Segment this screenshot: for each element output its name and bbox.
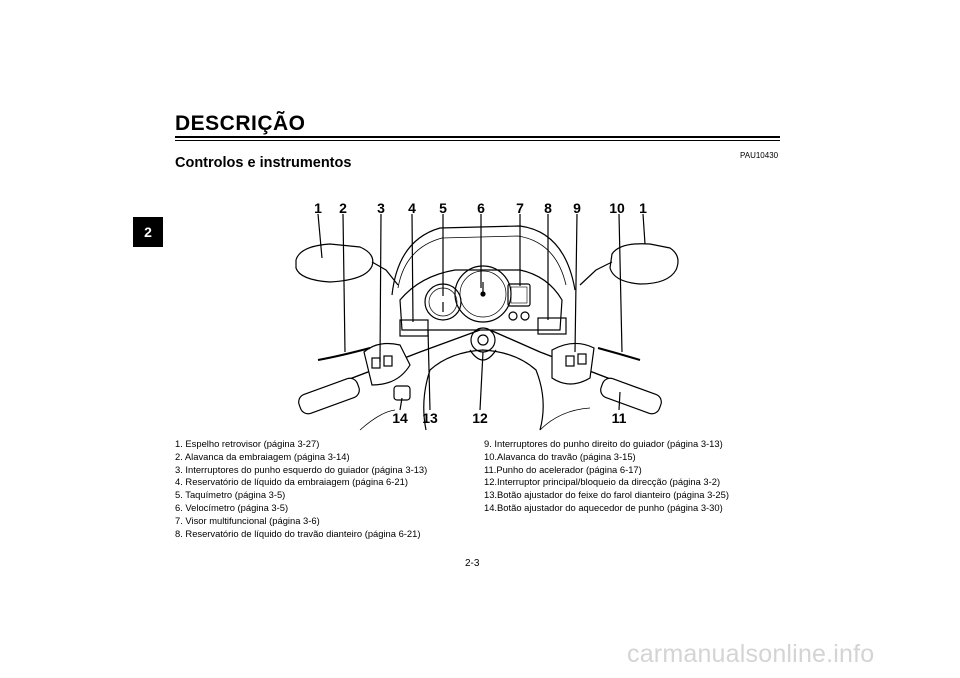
grip-heater-knob	[393, 385, 411, 401]
legend-item: 13.Botão ajustador do feixe do farol dia…	[484, 489, 729, 501]
watermark: carmanualsonline.info	[627, 640, 875, 668]
title-rule-thin	[175, 140, 780, 141]
right-mirror	[609, 243, 679, 285]
brake-reservoir	[537, 317, 567, 335]
legend-item: 1. Espelho retrovisor (página 3-27)	[175, 438, 320, 449]
legend-item: 14.Botão ajustador do aquecedor de punho…	[484, 501, 723, 513]
left-mirror	[295, 243, 374, 283]
legend-item: 10.Alavanca do travão (página 3-15)	[484, 450, 636, 462]
windscreen	[391, 225, 576, 296]
callout-1-right: 1	[639, 200, 647, 216]
clutch-lever	[317, 347, 371, 361]
callout-3: 3	[377, 200, 385, 216]
legend-item: 7. Visor multifuncional (página 3-6)	[175, 514, 320, 526]
callout-2: 2	[339, 200, 347, 216]
callout-9: 9	[573, 200, 581, 216]
legend-item: 2. Alavanca da embraiagem (página 3-14)	[175, 450, 350, 462]
left-switch-housing	[363, 342, 411, 386]
legend-left: 1. Espelho retrovisor (página 3-27) 2. A…	[175, 438, 427, 540]
callout-11: 11	[611, 410, 627, 426]
right-switch-housing	[551, 342, 595, 385]
section-subtitle: Controlos e instrumentos	[175, 155, 352, 171]
callout-13: 13	[422, 410, 438, 426]
callout-12: 12	[472, 410, 488, 426]
legend-item: 6. Velocímetro (página 3-5)	[175, 501, 289, 513]
multifunction-display	[507, 283, 531, 307]
chapter-tab: 2	[133, 217, 163, 247]
legend-item: 12.Interruptor principal/bloqueio da dir…	[484, 476, 721, 488]
legend-item: 11.Punho do acelerador (página 6-17)	[484, 463, 642, 475]
legend-item: 4. Reservatório de líquido da embraiagem…	[175, 476, 408, 488]
callout-8: 8	[544, 200, 552, 216]
callout-5: 5	[439, 200, 447, 216]
legend-right: 9. Interruptores do punho direito do gui…	[484, 438, 729, 515]
callout-4: 4	[408, 200, 416, 216]
fuel-tank	[429, 349, 544, 431]
clutch-reservoir	[399, 319, 429, 337]
callout-6: 6	[477, 200, 485, 216]
legend-item: 5. Taquímetro (página 3-5)	[175, 489, 286, 501]
legend-item: 8. Reservatório de líquido do travão dia…	[175, 527, 421, 539]
page-number: 2-3	[465, 558, 480, 569]
callout-1: 1	[314, 200, 322, 216]
title-rule	[175, 136, 780, 138]
callout-14: 14	[392, 410, 408, 426]
brake-lever	[597, 347, 641, 361]
document-code: PAU10430	[740, 151, 779, 160]
main-switch	[470, 327, 496, 353]
legend-item: 9. Interruptores do punho direito do gui…	[484, 438, 723, 449]
legend-item: 3. Interruptores do punho esquerdo do gu…	[175, 463, 428, 475]
callout-10: 10	[609, 200, 625, 216]
page-title: DESCRIÇÃO	[175, 112, 306, 135]
callout-7: 7	[516, 200, 524, 216]
